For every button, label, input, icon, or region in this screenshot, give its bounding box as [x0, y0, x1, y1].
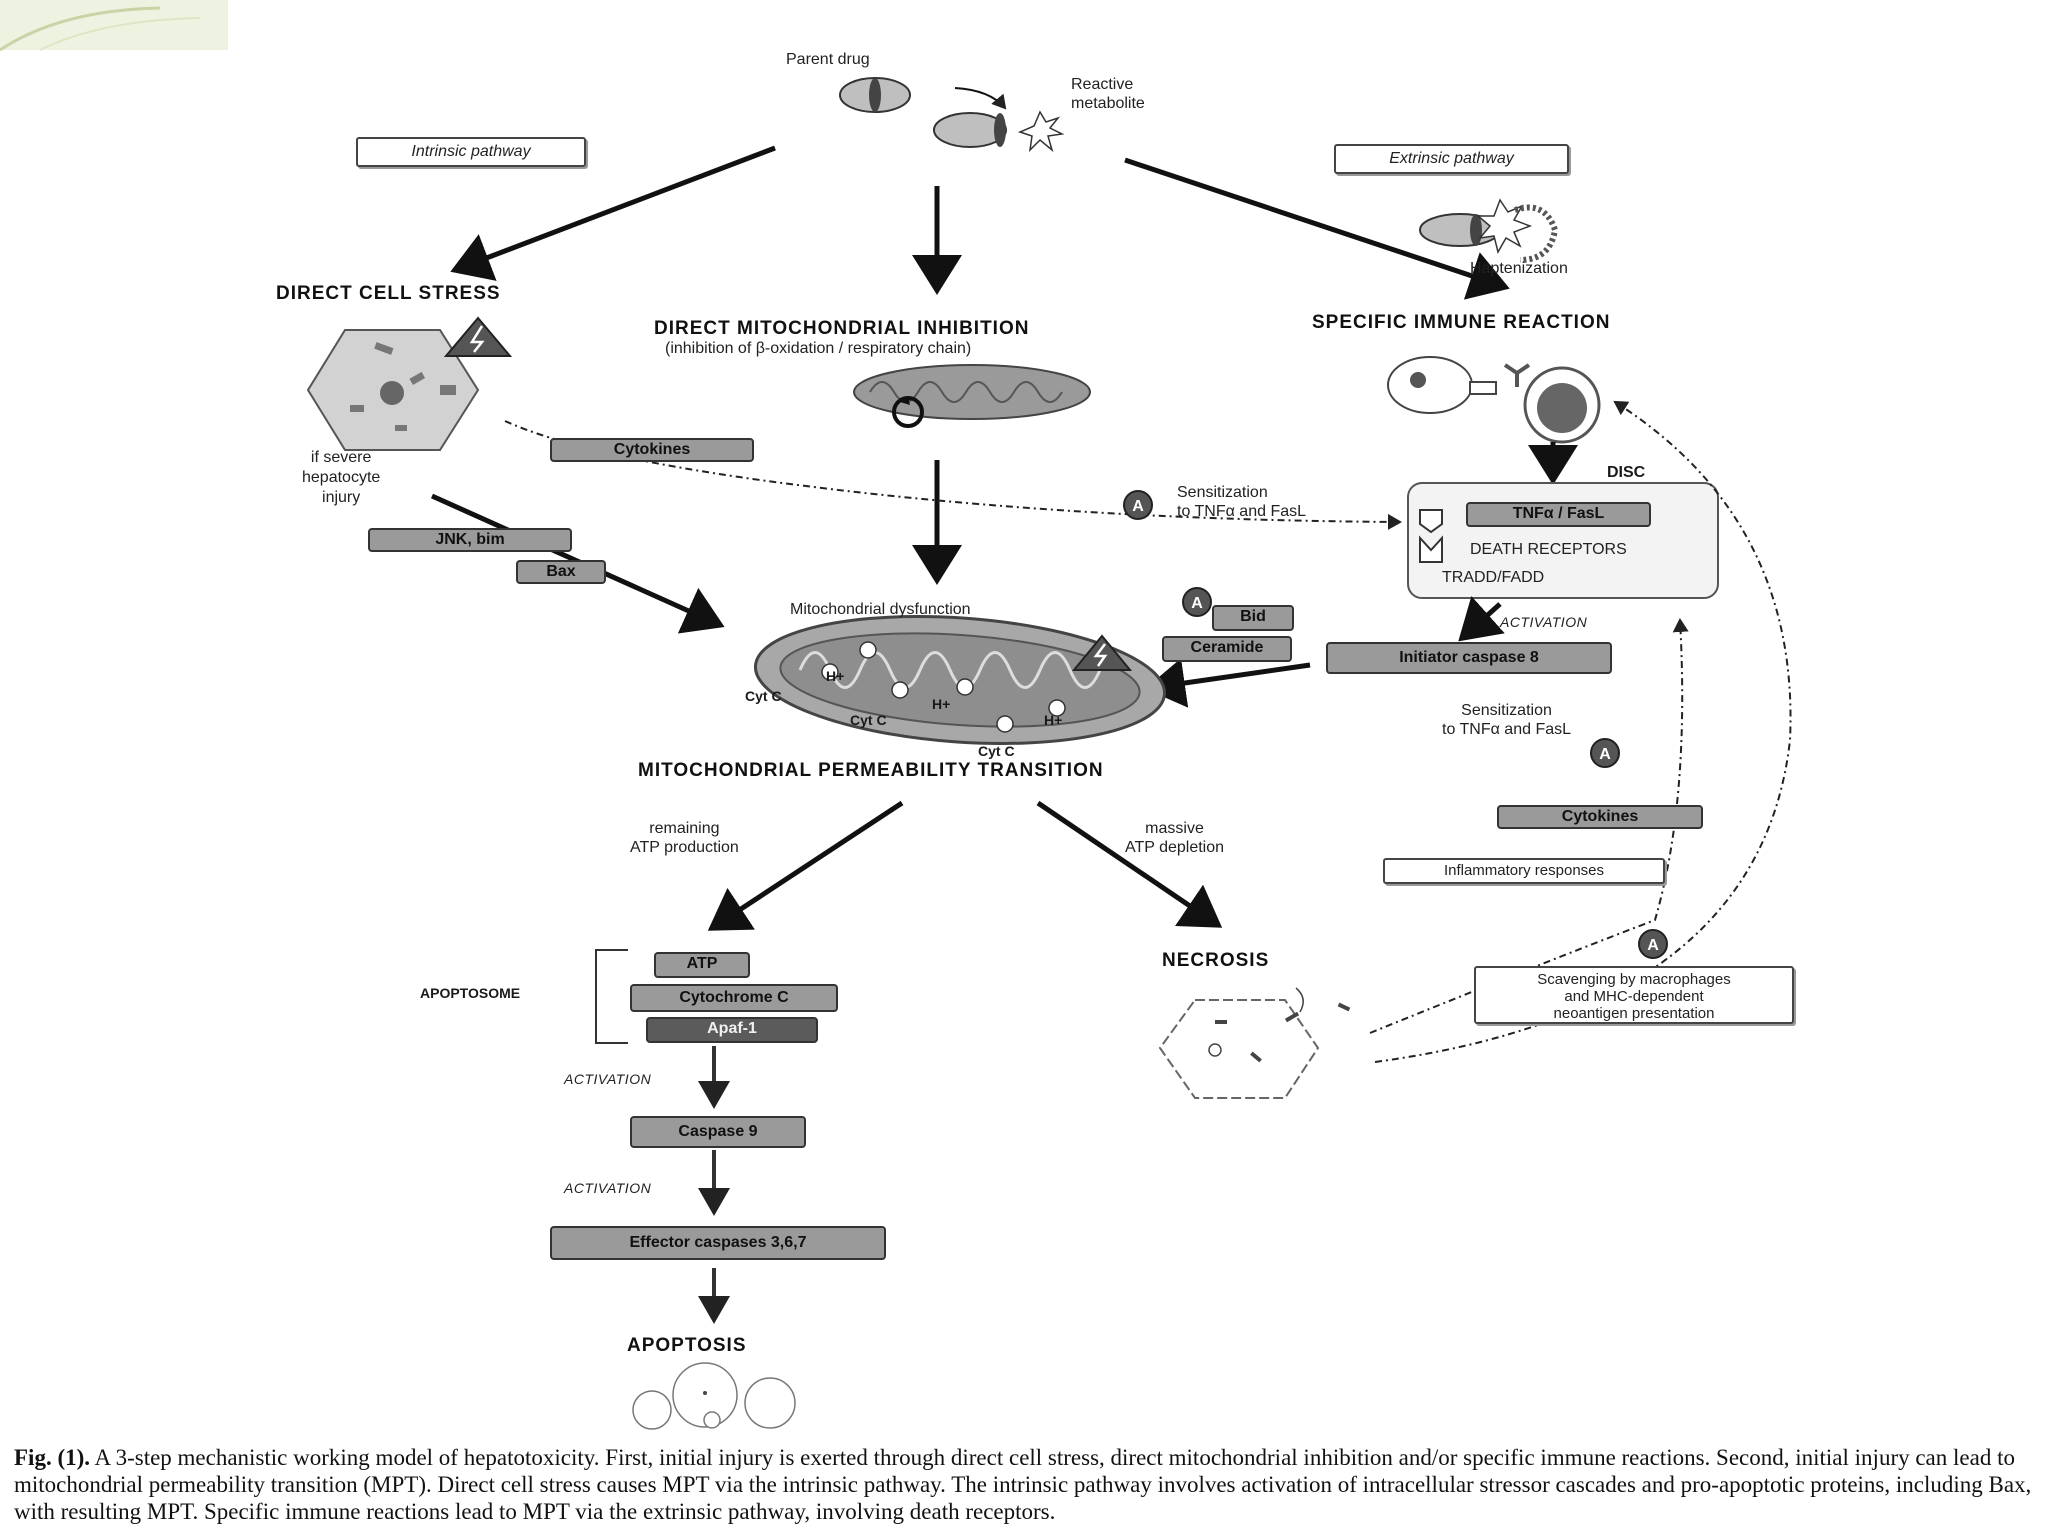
direct-mito-inhibition-subtitle: (inhibition of β-oxidation / respiratory… — [665, 340, 972, 357]
h-plus-label-3: H+ — [1044, 712, 1063, 728]
h-plus-label-2: H+ — [932, 696, 951, 712]
h-plus-label-1: H+ — [826, 668, 845, 684]
remaining-atp-label: remaining ATP production — [630, 820, 739, 856]
reactive-metabolite-icon — [933, 110, 1065, 153]
immune-cells-icon — [1387, 356, 1601, 444]
necrosis-title: NECROSIS — [1162, 950, 1270, 971]
initiator-caspase-8-box: Initiator caspase 8 — [1326, 642, 1612, 674]
sensitization-top-label: Sensitization to TNFα and FasL — [1177, 484, 1307, 520]
haptenization-icon — [1419, 198, 1559, 263]
activation-label-2: ACTIVATION — [564, 1180, 652, 1196]
specific-immune-title: SPECIFIC IMMUNE REACTION — [1312, 312, 1611, 333]
cyt-c-label-2: Cyt C — [850, 712, 887, 728]
apoptosome-label: APOPTOSOME — [420, 985, 521, 1001]
figure-caption: Fig. (1). A 3-step mechanistic working m… — [14, 1444, 2048, 1525]
cytochrome-c-box: Cytochrome C — [630, 984, 838, 1012]
apaf-1-box: Apaf-1 — [646, 1017, 818, 1043]
reactive-metabolite-label: Reactive metabolite — [1071, 76, 1145, 112]
caspase-9-box: Caspase 9 — [630, 1116, 806, 1148]
diagram-graphics — [306, 77, 1792, 1430]
bid-box: Bid — [1212, 605, 1294, 631]
parent-drug-icon — [839, 77, 911, 113]
direct-cell-stress-title: DIRECT CELL STRESS — [276, 283, 501, 304]
death-receptors-label: DEATH RECEPTORS — [1470, 541, 1627, 558]
activation-label-disc: ACTIVATION — [1500, 614, 1588, 630]
apoptotic-bodies-icon — [632, 1362, 796, 1430]
disc-label: DISC — [1607, 464, 1646, 481]
tradd-fadd-label: TRADD/FADD — [1442, 569, 1545, 586]
intrinsic-pathway-label: Intrinsic pathway — [356, 137, 586, 167]
apoptosis-title: APOPTOSIS — [627, 1335, 747, 1356]
cytokines-box-right: Cytokines — [1497, 805, 1703, 829]
figure-caption-text: A 3-step mechanistic working model of he… — [14, 1445, 2032, 1524]
ceramide-box: Ceramide — [1162, 636, 1292, 662]
massive-atp-label: massive ATP depletion — [1125, 820, 1225, 856]
sensitization-right-label: Sensitization to TNFα and FasL — [1442, 702, 1572, 738]
severe-injury-label: if severe hepatocyte injury — [302, 449, 381, 506]
cytokines-box-left: Cytokines — [550, 438, 754, 462]
death-receptor-icon — [1419, 509, 1443, 563]
extrinsic-pathway-label: Extrinsic pathway — [1334, 144, 1569, 174]
atp-box: ATP — [654, 952, 750, 978]
parent-drug-label: Parent drug — [786, 51, 870, 68]
figure-number: Fig. (1). — [14, 1445, 91, 1470]
bax-box: Bax — [516, 560, 606, 584]
cyt-c-label-1: Cyt C — [745, 688, 782, 704]
mitochondrion-icon — [853, 364, 1091, 428]
mito-dysfunction-label: Mitochondrial dysfunction — [790, 601, 971, 618]
dysfunctional-mitochondrion-icon — [753, 615, 1167, 745]
haptenization-label: Haptenization — [1470, 260, 1568, 277]
direct-mito-inhibition-title: DIRECT MITOCHONDRIAL INHIBITION — [654, 318, 1030, 339]
corner-decoration — [0, 0, 228, 52]
cyt-c-label-3: Cyt C — [978, 743, 1015, 759]
tnf-fasl-box: TNFα / FasL — [1466, 502, 1651, 527]
inflammatory-responses-box: Inflammatory responses — [1383, 858, 1665, 884]
badge-a-bid: A — [1182, 587, 1212, 617]
badge-a-top: A — [1123, 490, 1153, 520]
scavenging-box: Scavenging by macrophages and MHC-depend… — [1474, 966, 1794, 1024]
effector-caspases-box: Effector caspases 3,6,7 — [550, 1226, 886, 1260]
mpt-title: MITOCHONDRIAL PERMEABILITY TRANSITION — [638, 760, 1104, 781]
badge-a-right: A — [1590, 738, 1620, 768]
badge-a-bottom: A — [1638, 929, 1668, 959]
activation-label-1: ACTIVATION — [564, 1071, 652, 1087]
necrotic-cell-icon — [1158, 987, 1351, 1099]
jnk-bim-box: JNK, bim — [368, 528, 572, 552]
stressed-hepatocyte-icon — [306, 316, 513, 451]
